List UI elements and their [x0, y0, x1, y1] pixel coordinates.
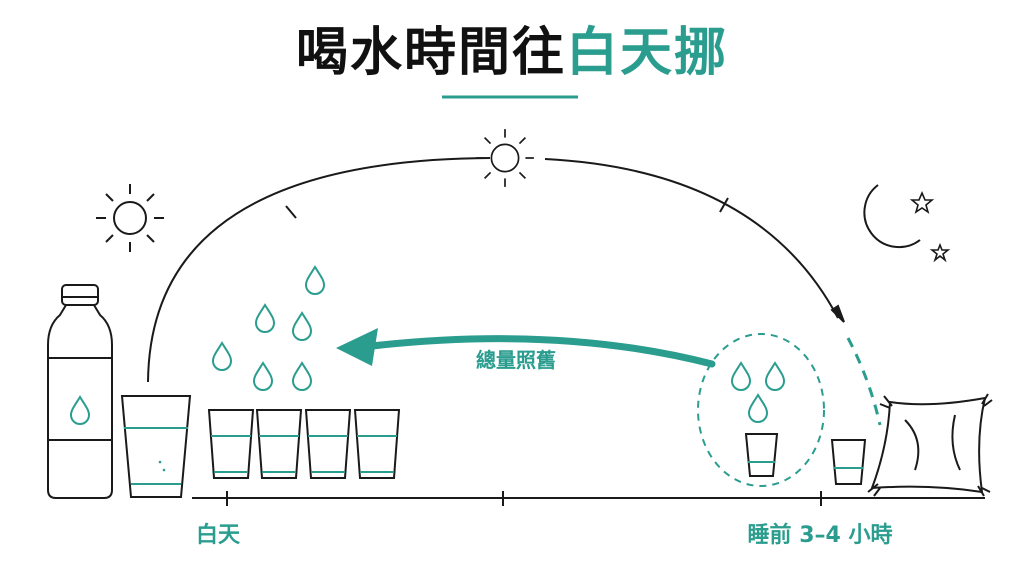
star-icon [929, 242, 951, 263]
water-drop-icon [253, 362, 273, 391]
water-cup-icon [830, 439, 867, 485]
water-drop-icon [748, 394, 768, 423]
day-arc-right [544, 158, 839, 319]
arrow-left-icon [368, 335, 716, 368]
water-cup-icon [304, 409, 352, 479]
label-total-same: 總量照舊 [476, 348, 556, 372]
water-drop-icon [305, 266, 325, 295]
arc-tick-left [285, 205, 297, 219]
label-daytime: 白天 [196, 522, 241, 548]
water-drop-icon [292, 362, 312, 391]
water-bottle-icon [47, 284, 113, 499]
water-drop-icon [212, 342, 232, 371]
star-icon [909, 190, 935, 214]
water-cup-icon [744, 433, 779, 477]
before-sleep-group [697, 333, 825, 487]
pillow-icon [867, 393, 993, 497]
arc-tick-right [719, 197, 729, 213]
page-title: 喝水時間往白天挪 [0, 18, 1024, 88]
water-drop-icon [255, 304, 275, 333]
water-cup-icon [255, 409, 303, 479]
arrow-left-head [336, 328, 378, 366]
title-part-accent: 白天挪 [566, 23, 729, 83]
arc-dashed-tail [846, 337, 882, 426]
water-drop-icon [70, 396, 90, 425]
sun-icon [95, 183, 165, 253]
water-cup-icon [353, 409, 401, 479]
label-before-sleep: 睡前 3–4 小時 [748, 522, 893, 548]
water-drop-icon [765, 362, 785, 391]
day-arc [147, 157, 491, 383]
title-part-dark: 喝水時間往 [295, 23, 566, 83]
moon-icon [863, 184, 921, 249]
water-drop-icon [731, 362, 751, 391]
water-cup-icon [207, 409, 255, 479]
arc-arrowhead [830, 304, 845, 323]
water-drop-icon [292, 312, 312, 341]
water-cup-icon [120, 395, 192, 498]
